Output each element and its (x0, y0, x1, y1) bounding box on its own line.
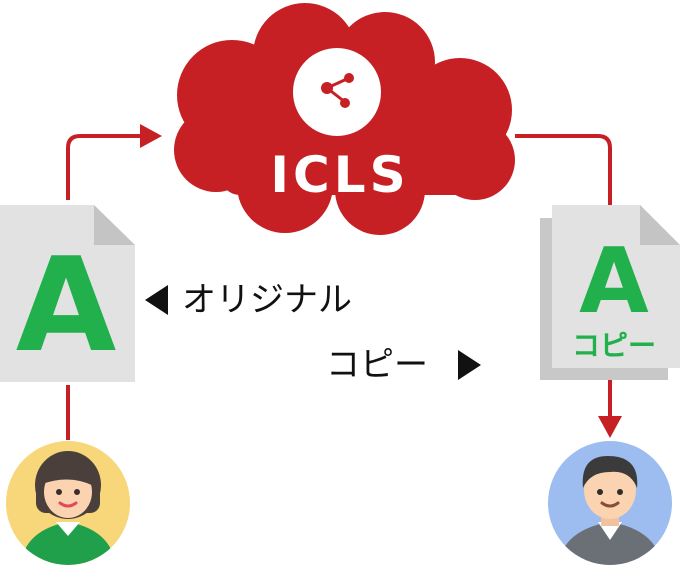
download-arrow (598, 380, 622, 438)
copy-document-sub-label: コピー (572, 329, 656, 362)
man-avatar-icon (548, 441, 672, 565)
distribute-arrow (515, 134, 612, 205)
woman-avatar-icon (6, 441, 130, 565)
original-label: オリジナル (182, 280, 352, 320)
cloud-title: ICLS (270, 146, 409, 204)
original-document-letter: A (16, 229, 117, 381)
icls-cloud (174, 3, 515, 235)
copy-document (540, 205, 680, 380)
upload-arrow (66, 124, 162, 200)
copy-document-letter: A (579, 229, 649, 334)
copy-label: コピー (326, 345, 428, 385)
copy-pointer-icon (458, 350, 481, 380)
share-nodes-icon (293, 48, 381, 136)
original-document (0, 205, 135, 382)
original-pointer-icon (145, 285, 168, 315)
